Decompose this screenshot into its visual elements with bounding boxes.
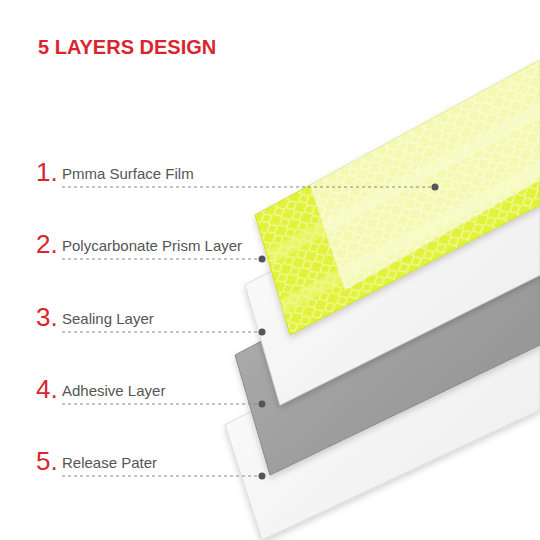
leader-lines (62, 187, 432, 476)
layer-name: Pmma Surface Film (62, 165, 194, 183)
leader-dots (259, 184, 439, 480)
leader-line (62, 404, 259, 405)
leader-dot (259, 473, 266, 480)
leader-dot (259, 401, 266, 408)
leader-line (62, 187, 432, 188)
layer-name: Adhesive Layer (62, 382, 165, 400)
callout-number: 3. (36, 302, 58, 332)
callout-number: 4. (36, 374, 58, 404)
layer-name: Release Pater (62, 454, 157, 472)
callout-number: 2. (36, 229, 58, 259)
callout-number: 1. (36, 157, 58, 187)
layer-name: Sealing Layer (62, 310, 154, 328)
callout-number: 5. (36, 446, 58, 476)
leader-dot (259, 329, 266, 336)
leader-dot (259, 256, 266, 263)
surface-film-layer (310, 60, 540, 290)
layer-name: Polycarbonate Prism Layer (62, 237, 242, 255)
title: 5 LAYERS DESIGN (38, 36, 216, 59)
leader-line (62, 476, 259, 477)
leader-dot (432, 184, 439, 191)
leader-line (62, 332, 259, 333)
leader-line (62, 259, 259, 260)
prism-layer (255, 60, 540, 335)
